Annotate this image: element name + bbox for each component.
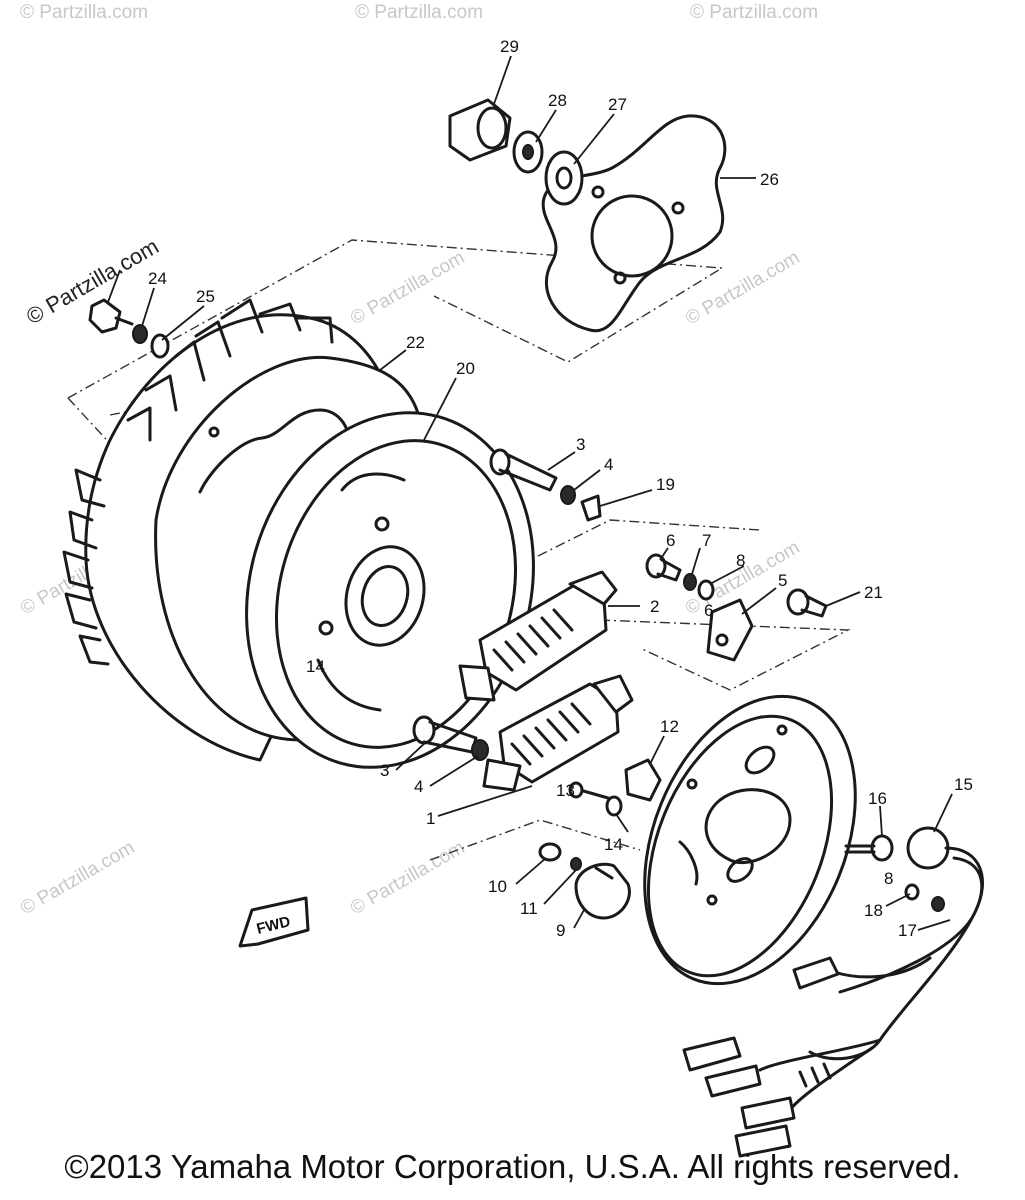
callout-28: 28	[548, 91, 567, 110]
bolt-3-upper	[489, 448, 558, 492]
callout-13: 13	[556, 781, 575, 800]
watermark-text: © Partzilla.com	[355, 2, 483, 23]
condenser-9	[574, 862, 631, 920]
callout-4: 4	[414, 777, 423, 796]
copyright-notice: ©2013 Yamaha Motor Corporation, U.S.A. A…	[64, 1148, 961, 1185]
washer-4-upper	[560, 485, 576, 505]
watermark-text: © Partzilla.com	[682, 247, 803, 329]
callout-3: 3	[380, 761, 389, 780]
callout-24: 24	[148, 269, 167, 288]
callout-6: 6	[704, 601, 713, 620]
bolt-top-left	[88, 298, 134, 334]
washer-25	[150, 333, 170, 359]
callout-7: 7	[702, 531, 711, 550]
screw-18	[904, 883, 945, 912]
callout-25: 25	[196, 287, 215, 306]
condenser-12	[624, 758, 662, 802]
callout-15: 15	[954, 775, 973, 794]
washer-24	[132, 324, 148, 344]
bolt-6-upper	[645, 553, 682, 582]
wire-harness-17	[682, 846, 984, 1158]
callout-18: 18	[864, 901, 883, 920]
stator-base-plate	[643, 694, 857, 986]
nut-27	[448, 98, 512, 162]
screw-13	[568, 781, 610, 800]
clip-19	[580, 494, 602, 522]
callout-14: 14	[604, 835, 623, 854]
coil-1	[482, 674, 634, 792]
callout-19: 19	[656, 475, 675, 494]
callout-21: 21	[864, 583, 883, 602]
callout-16: 16	[868, 789, 887, 808]
callout-4: 4	[604, 455, 613, 474]
washer-14	[605, 795, 623, 817]
grommet-15	[906, 826, 950, 870]
watermark-text: © Partzilla.com	[690, 2, 818, 23]
leader-lines	[107, 55, 953, 931]
callout-6: 6	[666, 531, 675, 550]
washer-8-upper	[697, 579, 715, 601]
callout-3: 3	[576, 435, 585, 454]
coil-2	[458, 570, 618, 702]
callout-11: 11	[520, 899, 538, 918]
callout-5: 5	[778, 571, 787, 590]
callout-29: 27	[608, 95, 627, 114]
callout-22: 22	[406, 333, 425, 352]
washer-4-lower	[471, 739, 489, 761]
callout-labels: 29 28 27 26 24 25 22 20 3 4 19 2 6 7 8 5…	[148, 37, 973, 940]
bracket-5	[706, 598, 754, 662]
callout-17: 17	[898, 921, 917, 940]
watermark-text: © Partzilla.com	[347, 247, 468, 329]
gasket-plate-26	[541, 114, 727, 333]
clamp-16	[844, 834, 894, 862]
callout-9: 9	[556, 921, 565, 940]
callout-10: 10	[488, 877, 507, 896]
callout-2: 2	[650, 597, 659, 616]
callout-12: 12	[660, 717, 679, 736]
watermark-text: © Partzilla.com	[20, 2, 148, 23]
callout-27: 29	[500, 37, 519, 56]
washer-7	[683, 573, 697, 591]
callout-20: 20	[456, 359, 475, 378]
callout-8: 8	[884, 869, 893, 888]
washer-28	[512, 130, 544, 174]
forward-arrow-icon: FWD	[238, 896, 310, 948]
washer-10	[538, 842, 562, 862]
watermark-text: © Partzilla.com	[347, 837, 468, 919]
callout-8: 8	[736, 551, 745, 570]
callout-1: 1	[426, 809, 435, 828]
callout-14: 14	[306, 657, 325, 676]
bolt-21	[786, 588, 828, 618]
callout-26: 26	[760, 170, 779, 189]
watermark-text: © Partzilla.com	[17, 837, 138, 919]
screw-11	[570, 857, 582, 871]
washer-29	[544, 150, 584, 206]
